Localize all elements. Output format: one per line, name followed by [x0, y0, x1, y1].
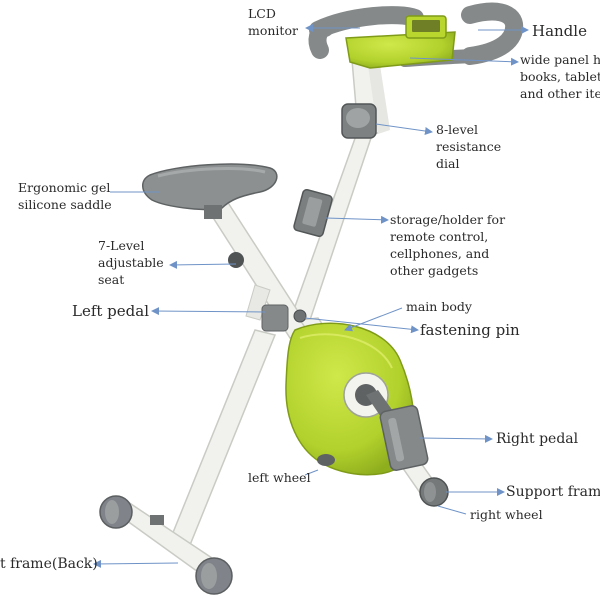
right-pedal [366, 390, 429, 471]
arrow-left-wheel [304, 469, 319, 476]
rear-frame [103, 329, 277, 583]
left-pedal-shape [261, 304, 289, 332]
label-lcd-monitor: LCD monitor [248, 6, 298, 38]
saddle-shape [142, 163, 278, 219]
label-right-wheel: right wheel [470, 507, 543, 522]
label-storage-holder: storage/holder for remote control, cellp… [390, 212, 506, 278]
arrow-right-pedal [419, 434, 493, 443]
arrow-resistance-dial [375, 123, 433, 135]
arrow-fastening-pin [304, 317, 419, 334]
label-main-body: main body [406, 299, 472, 314]
arrow-main-body [344, 307, 403, 332]
label-support-frame: Support frame [506, 484, 600, 500]
label-left-wheel: left wheel [248, 470, 311, 485]
label-handle: Handle [532, 22, 587, 40]
label-fastening-pin: fastening pin [420, 321, 520, 339]
back-wheels [99, 495, 233, 595]
arrow-wide-panel [409, 57, 519, 66]
arrow-front-frame-back [93, 559, 179, 568]
arrow-adjustable-seat [169, 260, 237, 269]
arrow-storage-holder [325, 215, 389, 224]
left-wheel-shape [317, 454, 335, 466]
label-left-pedal: Left pedal [72, 302, 150, 320]
storage-holder-shape [293, 188, 333, 238]
label-wide-panel: wide panel ho books, tablet and other it… [520, 52, 600, 101]
arrow-left-pedal [151, 307, 266, 316]
handlebar-shape [308, 2, 524, 69]
label-saddle: Ergonomic gel silicone saddle [18, 180, 112, 212]
arrow-right-wheel [437, 505, 467, 515]
seat-adjust-knob [228, 252, 244, 268]
label-front-frame-back: t frame(Back) [0, 556, 98, 572]
label-adjustable-seat: 7-Level adjustable seat [98, 238, 164, 287]
leader-lines [93, 24, 529, 568]
label-right-pedal: Right pedal [496, 431, 579, 447]
resistance-dial-shape [341, 103, 377, 139]
support-wheel [419, 477, 449, 507]
bike-illustration [99, 2, 524, 595]
label-resistance-dial: 8-level resistance dial [436, 122, 502, 171]
